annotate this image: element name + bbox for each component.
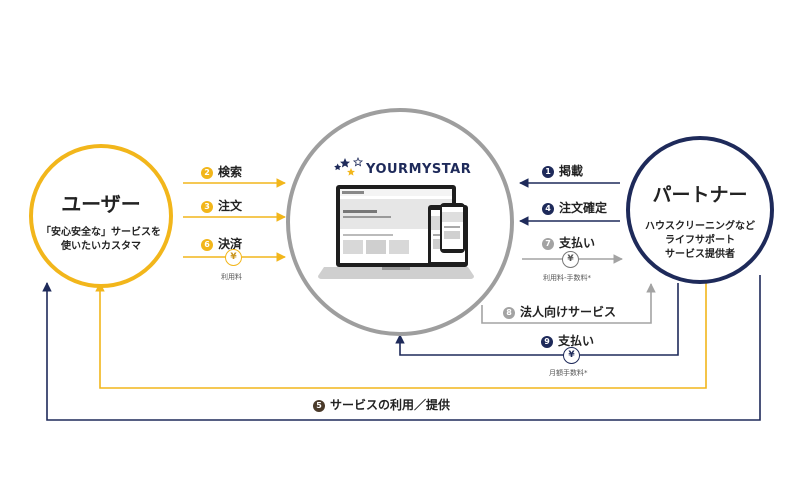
star-icon-gold (347, 168, 355, 176)
yen-icon: ¥ (225, 249, 242, 266)
step-number: 9 (541, 336, 553, 348)
fee-settle: 利用料 (221, 273, 242, 281)
star-icon-navy (340, 158, 350, 168)
user-title: ユーザー (61, 192, 141, 216)
yen-icon: ¥ (562, 251, 579, 268)
fee-pay9: 月額手数料* (549, 369, 588, 377)
step-number: 1 (542, 166, 554, 178)
partner-desc: ハウスクリーニングなど ライフサポート サービス提供者 (645, 221, 755, 260)
arrow-corp (481, 283, 656, 324)
step-number: 7 (542, 238, 554, 250)
step-number: 3 (201, 201, 213, 213)
yen-icon: ¥ (563, 347, 580, 364)
user-desc: 「安心安全な」サービスを 使いたいカスタマ (41, 227, 161, 252)
step-number: 5 (313, 400, 325, 412)
step-number: 2 (201, 167, 213, 179)
arrow-service-loop (95, 265, 707, 389)
partner-title: パートナー (652, 184, 748, 206)
partner-circle (626, 136, 774, 284)
user-circle (29, 144, 173, 288)
arrow-outer-navy-loop (42, 275, 761, 421)
step-number: 6 (201, 239, 213, 251)
star-icon (334, 163, 342, 171)
brand-name: YOURMYSTAR (366, 162, 472, 177)
arrow-pay9 (400, 283, 679, 356)
step-number: 8 (503, 307, 515, 319)
phone-mockup (440, 203, 465, 253)
star-icon-outline (352, 156, 364, 167)
step-number: 4 (542, 203, 554, 215)
fee-pay7: 利用料-手数料* (543, 274, 592, 282)
